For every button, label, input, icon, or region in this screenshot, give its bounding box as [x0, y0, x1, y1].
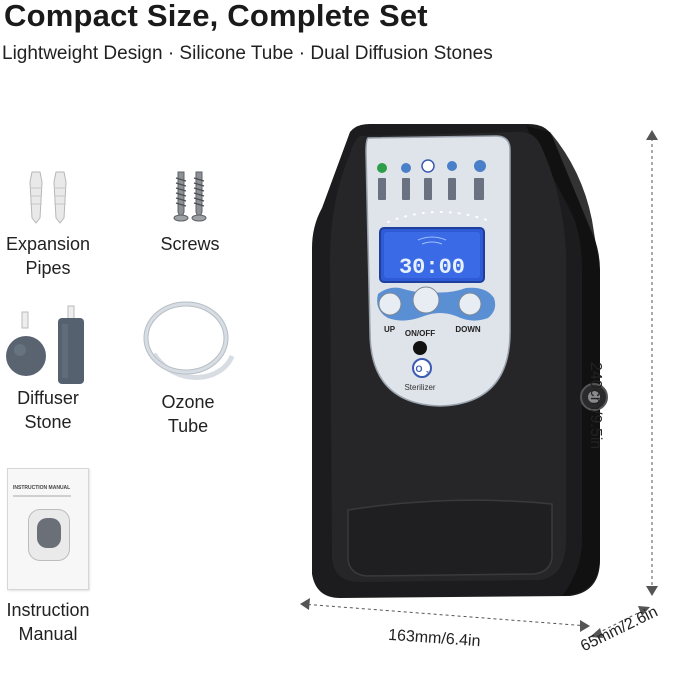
- manual-device-illustration: [28, 509, 70, 561]
- page-subtitle: Lightweight Design · Silicone Tube · Dua…: [2, 43, 493, 64]
- screws-icon: [173, 171, 207, 222]
- down-button[interactable]: [458, 292, 482, 316]
- indicator-icon: [377, 163, 387, 173]
- o3-symbol: O: [415, 364, 422, 374]
- indicator-icon: [401, 163, 411, 173]
- device-side-panel: [526, 126, 600, 596]
- ozone-tube-icon: [143, 301, 235, 380]
- lcd-dots-arc: [387, 211, 493, 223]
- expansion-pipes-icon: [29, 171, 67, 224]
- onoff-button-label: ON/OFF: [405, 329, 435, 338]
- ozone-generator-device: 30:00 UP ON/OFF DOWN O 3 Sterilizer: [312, 124, 608, 598]
- manual-cover-rule: [13, 495, 71, 497]
- accessory-label: Expansion: [5, 234, 91, 254]
- down-button-label: DOWN: [455, 325, 481, 334]
- manual-cover-text: INSTRUCTION MANUAL: [13, 485, 71, 491]
- accessory-label: Diffuser: [17, 388, 79, 408]
- accessory-expansion-pipes: Expansion Pipes: [0, 168, 96, 280]
- onoff-button[interactable]: [412, 286, 440, 314]
- accessory-label: Screws: [160, 234, 220, 254]
- accessory-label: Pipes: [25, 258, 71, 278]
- o3-subscript: 3: [426, 371, 429, 377]
- accessory-label: Manual: [18, 624, 78, 644]
- accessory-ozone-tube: Ozone Tube: [136, 298, 240, 438]
- o3-logo-icon: [412, 358, 432, 378]
- depth-dimension-label: 65mm/2.6in: [578, 603, 661, 656]
- width-dimension-label: 163mm/6.4in: [387, 626, 482, 651]
- page-title: Compact Size, Complete Set: [4, 0, 428, 33]
- lcd-time-readout: 30:00: [399, 255, 465, 280]
- accessory-screws: Screws: [142, 170, 238, 256]
- accessory-label: Tube: [167, 416, 209, 436]
- brand-label: Sterilizer: [404, 383, 435, 392]
- panel-indicator-row: [377, 159, 486, 173]
- diffuser-stone-icon: [6, 305, 84, 384]
- accessory-label: Instruction: [6, 600, 90, 620]
- up-button-label: UP: [384, 325, 396, 334]
- up-button[interactable]: [378, 292, 402, 316]
- control-buttons: [377, 286, 496, 321]
- indicator-icon: [447, 161, 457, 171]
- accessory-instruction-manual: INSTRUCTION MANUAL Instruction Manual: [0, 468, 96, 646]
- indicator-icon: [474, 160, 486, 172]
- indicator-icon: [421, 159, 435, 173]
- manual-icon: INSTRUCTION MANUAL: [7, 468, 89, 590]
- sensor-hole: [413, 341, 427, 355]
- accessory-diffuser-stone: Diffuser Stone: [0, 304, 96, 434]
- height-dimension-label: 240cm/9.5in: [587, 362, 604, 450]
- accessory-label: Ozone: [161, 392, 215, 412]
- device-bottom-cover: [347, 499, 553, 577]
- accessory-label: Stone: [24, 412, 72, 432]
